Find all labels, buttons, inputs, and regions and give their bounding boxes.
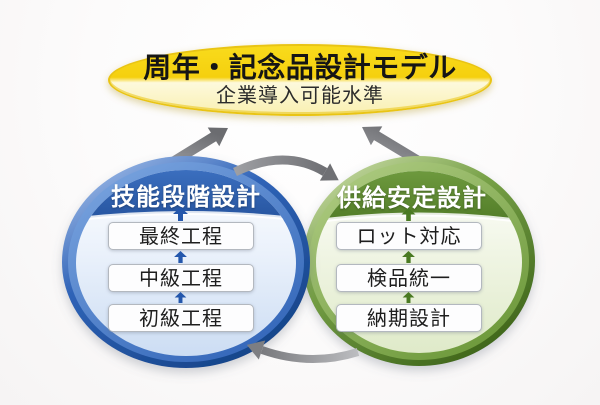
step-up-arrow-icon xyxy=(401,208,416,221)
right-step-bottom: 納期設計 xyxy=(336,304,482,332)
step-up-arrow-icon xyxy=(174,251,187,263)
model-title: 周年・記念品設計モデル xyxy=(143,52,457,83)
step-up-arrow-icon xyxy=(173,207,188,221)
step-up-arrow-icon xyxy=(174,292,187,303)
step-up-arrow-icon xyxy=(402,251,415,263)
right-circle-title: 供給安定設計 xyxy=(337,185,487,212)
right-step-middle: 検品統一 xyxy=(336,264,482,292)
right-step-top: ロット対応 xyxy=(336,222,482,250)
cycle-arrow-bottom-icon xyxy=(246,340,360,363)
model-banner: 周年・記念品設計モデル 企業導入可能水準 xyxy=(108,44,492,116)
left-step-top: 最終工程 xyxy=(108,222,254,250)
model-subtitle: 企業導入可能水準 xyxy=(216,85,384,107)
left-step-middle: 中級工程 xyxy=(108,264,254,292)
left-step-bottom: 初級工程 xyxy=(108,304,254,332)
cycle-arrow-top-icon xyxy=(233,155,339,181)
left-circle-title: 技能段階設計 xyxy=(111,184,261,211)
step-up-arrow-icon xyxy=(402,292,415,303)
